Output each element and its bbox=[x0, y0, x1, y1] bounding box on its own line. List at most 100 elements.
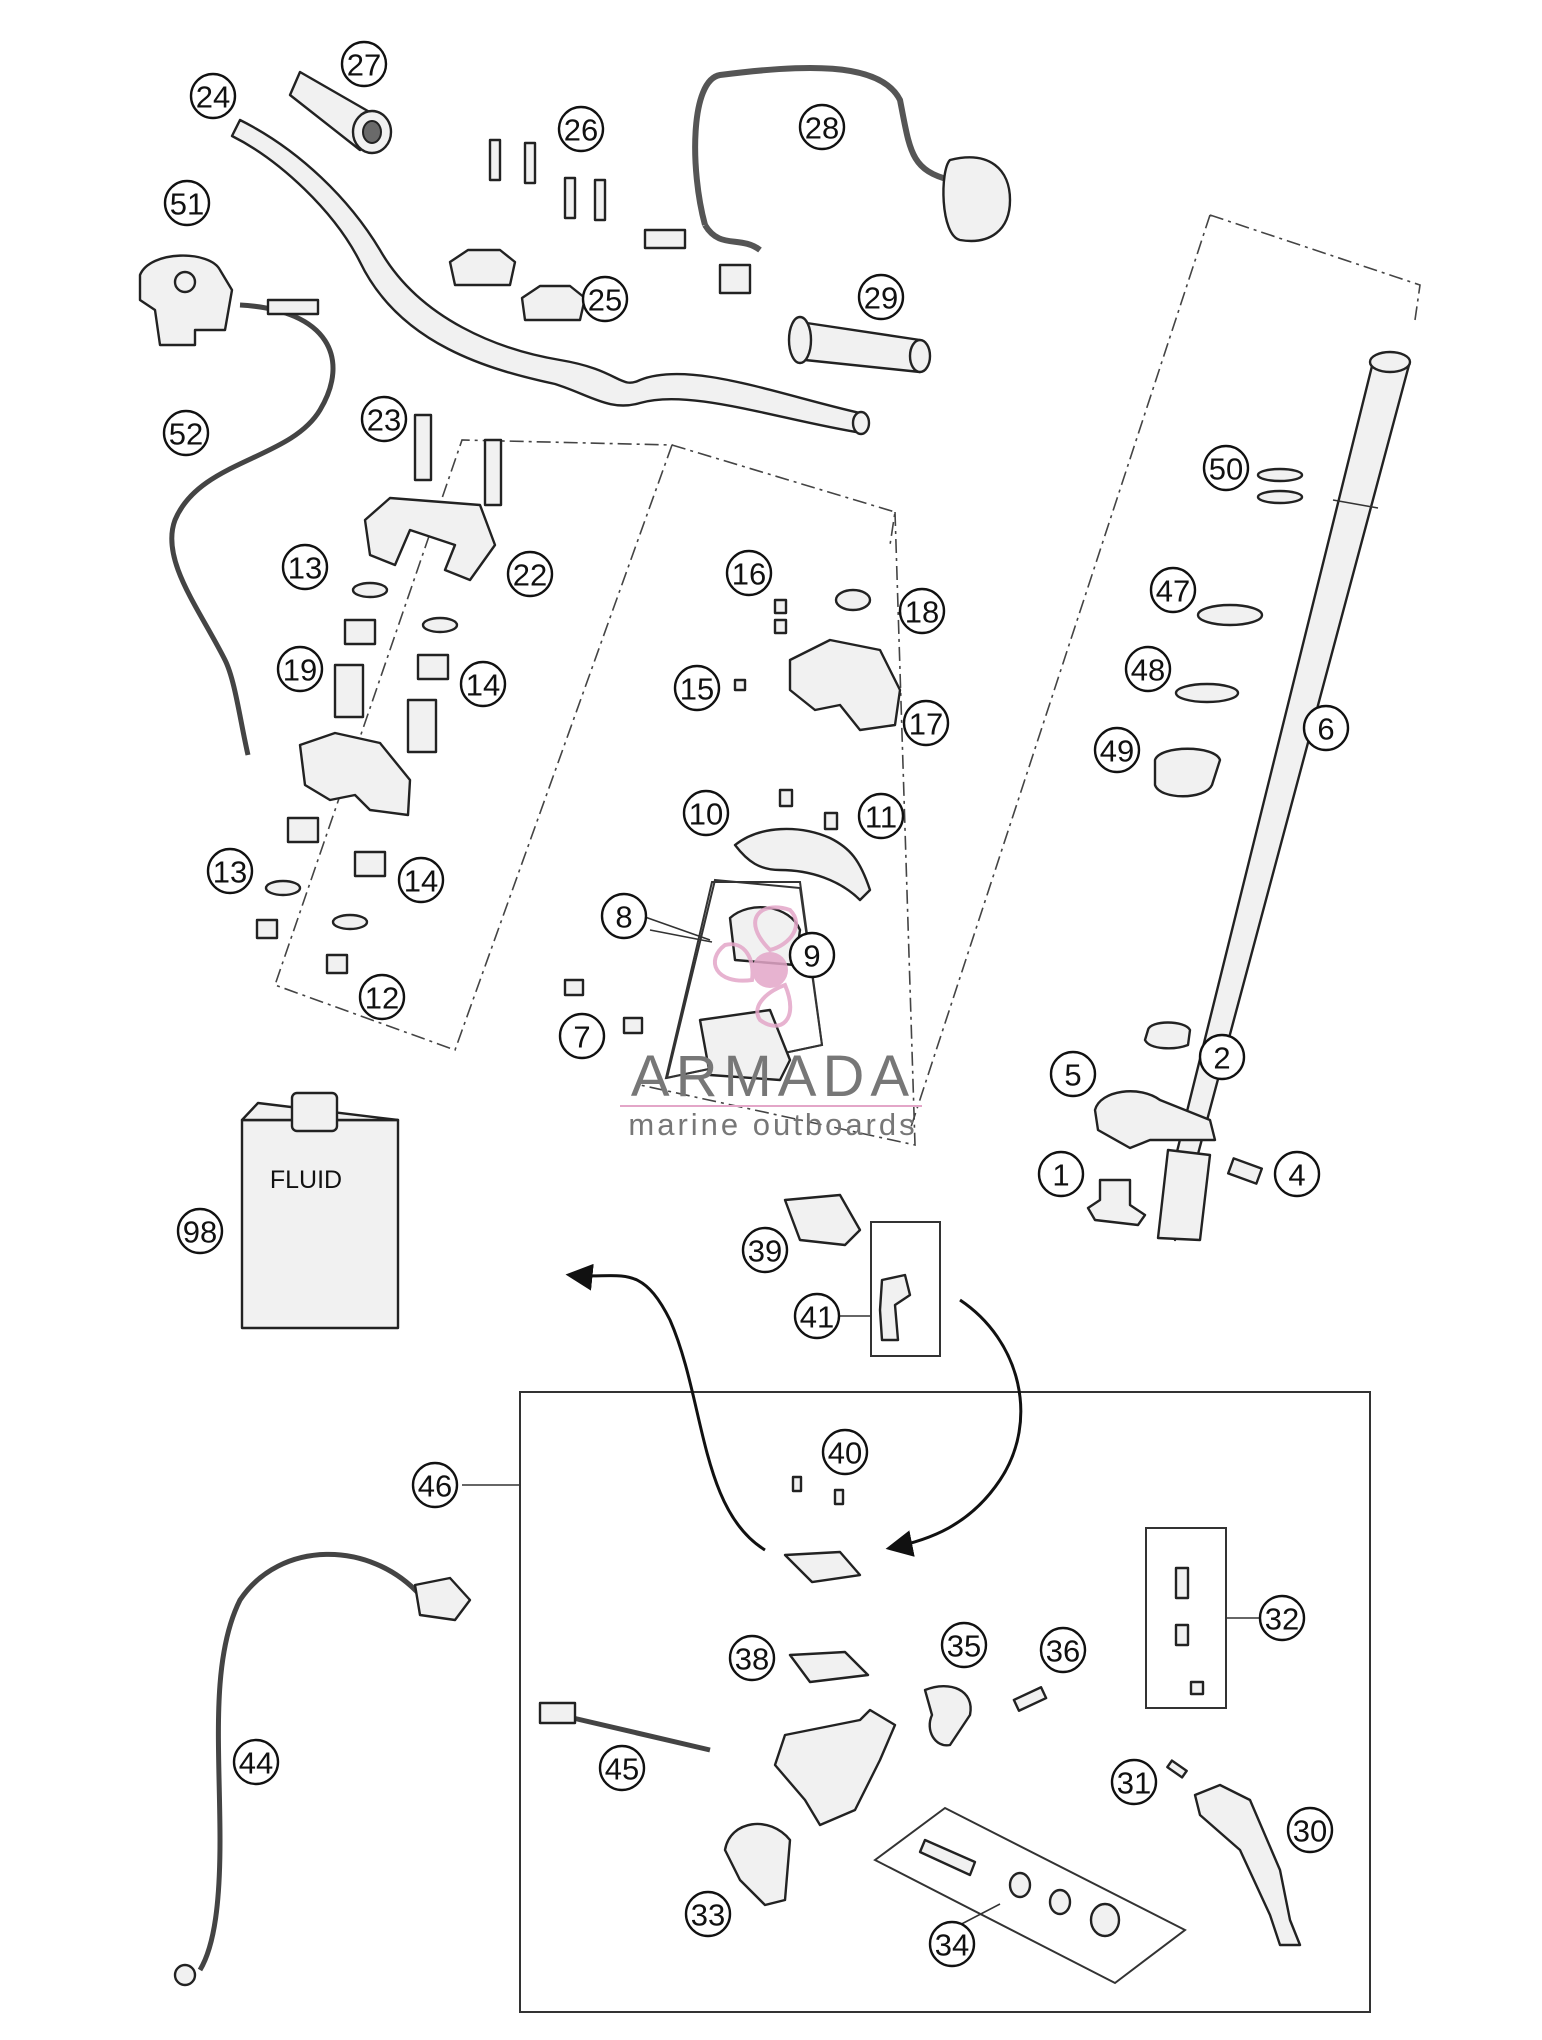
callout-29: 29 bbox=[857, 273, 905, 321]
callout-number: 14 bbox=[466, 668, 500, 703]
callout-48: 48 bbox=[1124, 645, 1172, 693]
callout-number: 30 bbox=[1293, 1814, 1327, 1849]
callout-number: 33 bbox=[691, 1898, 725, 1933]
reservoir-cover bbox=[783, 1550, 862, 1584]
callout-41: 41 bbox=[793, 1292, 841, 1340]
master-cylinder-box bbox=[519, 1391, 1371, 2013]
callout-number: 45 bbox=[605, 1752, 639, 1787]
reservoir-screw-box bbox=[870, 1221, 941, 1357]
callout-number: 10 bbox=[689, 797, 723, 832]
callout-number: 40 bbox=[828, 1436, 862, 1471]
callout-number: 46 bbox=[418, 1469, 452, 1504]
rubber-bushing-19 bbox=[343, 618, 377, 646]
callout-number: 7 bbox=[573, 1020, 590, 1055]
callout-12: 12 bbox=[358, 973, 406, 1021]
callout-number: 38 bbox=[735, 1642, 769, 1677]
reservoir-cap-39 bbox=[783, 1193, 862, 1247]
callout-number: 51 bbox=[170, 187, 204, 222]
callout-number: 22 bbox=[513, 558, 547, 593]
callout-2: 2 bbox=[1198, 1033, 1246, 1081]
callout-49: 49 bbox=[1093, 726, 1141, 774]
steering-stem bbox=[1156, 350, 1412, 1242]
callout-14: 14 bbox=[459, 660, 507, 708]
clutch-line-45 bbox=[559, 1712, 711, 1753]
callout-number: 1 bbox=[1052, 1158, 1069, 1193]
watermark-logo bbox=[713, 905, 798, 1028]
handlebar-riser bbox=[298, 731, 412, 817]
callout-number: 23 bbox=[367, 403, 401, 438]
callout-9: 9 bbox=[788, 931, 836, 979]
callout-11: 11 bbox=[857, 792, 905, 840]
handlebar-end bbox=[851, 410, 871, 436]
throttle-housing bbox=[138, 254, 234, 347]
callout-52: 52 bbox=[162, 409, 210, 457]
nut-1 bbox=[1086, 1178, 1147, 1227]
callout-number: 11 bbox=[865, 800, 897, 835]
bolt-kit-box bbox=[1145, 1527, 1227, 1709]
piston-kit-frame bbox=[873, 1806, 1187, 1985]
master-cylinder-body bbox=[773, 1708, 897, 1827]
callout-number: 48 bbox=[1131, 653, 1165, 688]
callout-14: 14 bbox=[397, 856, 445, 904]
throttle-cable bbox=[169, 302, 336, 756]
callout-13: 13 bbox=[206, 847, 254, 895]
callout-number: 36 bbox=[1046, 1634, 1080, 1669]
right-grip bbox=[787, 315, 932, 374]
handlebar bbox=[230, 118, 864, 435]
callout-8: 8 bbox=[600, 892, 648, 940]
handlebar-switch bbox=[643, 64, 1012, 295]
callout-26: 26 bbox=[557, 105, 605, 153]
callout-number: 16 bbox=[732, 557, 766, 592]
callout-7: 7 bbox=[558, 1012, 606, 1060]
callout-number: 35 bbox=[947, 1629, 981, 1664]
callout-34: 34 bbox=[928, 1920, 976, 1968]
callout-number: 28 bbox=[805, 111, 839, 146]
clutch-line-44 bbox=[197, 1551, 422, 1972]
callout-number: 32 bbox=[1265, 1602, 1299, 1637]
callout-number: 17 bbox=[909, 707, 943, 742]
callout-number: 44 bbox=[239, 1746, 273, 1781]
clutch-lever-30 bbox=[1193, 1783, 1302, 1947]
callout-number: 52 bbox=[169, 417, 203, 452]
callout-number: 41 bbox=[800, 1300, 834, 1335]
callout-17: 17 bbox=[902, 699, 950, 747]
propeller-icon bbox=[752, 952, 788, 988]
callout-1: 1 bbox=[1037, 1150, 1085, 1198]
watermark-title: ARMADA bbox=[631, 1044, 915, 1109]
callout-number: 47 bbox=[1156, 574, 1190, 609]
diaphragm-38 bbox=[788, 1650, 870, 1684]
callout-number: 15 bbox=[680, 672, 714, 707]
callout-number: 13 bbox=[213, 855, 247, 890]
callout-24: 24 bbox=[189, 72, 237, 120]
callout-number: 25 bbox=[588, 283, 622, 318]
steering-lock bbox=[1093, 1090, 1217, 1150]
callout-40: 40 bbox=[821, 1428, 869, 1476]
callout-number: 14 bbox=[404, 864, 438, 899]
callout-number: 98 bbox=[183, 1215, 217, 1250]
arrow-to-cover bbox=[885, 1298, 1023, 1557]
callout-35: 35 bbox=[940, 1621, 988, 1669]
callout-number: 18 bbox=[905, 595, 939, 630]
callout-number: 13 bbox=[288, 551, 322, 586]
steering-stem-dash-frame bbox=[909, 214, 1421, 1131]
callout-30: 30 bbox=[1286, 1806, 1334, 1854]
fluid-label: FLUID bbox=[270, 1166, 342, 1194]
clamp-bolts-26 bbox=[488, 138, 607, 222]
left-grip bbox=[288, 70, 393, 155]
callout-number: 26 bbox=[564, 113, 598, 148]
callout-15: 15 bbox=[673, 664, 721, 712]
piston-kit-parts bbox=[918, 1838, 977, 1877]
callout-38: 38 bbox=[728, 1634, 776, 1682]
callout-number: 5 bbox=[1064, 1058, 1081, 1093]
callout-number: 6 bbox=[1317, 712, 1334, 747]
callout-number: 2 bbox=[1213, 1041, 1230, 1076]
callout-number: 50 bbox=[1209, 452, 1243, 487]
callout-6: 6 bbox=[1302, 704, 1350, 752]
callout-number: 39 bbox=[748, 1234, 782, 1269]
callout-4: 4 bbox=[1273, 1150, 1321, 1198]
callout-number: 12 bbox=[365, 981, 399, 1016]
callout-number: 24 bbox=[196, 80, 230, 115]
callout-number: 27 bbox=[347, 48, 381, 83]
